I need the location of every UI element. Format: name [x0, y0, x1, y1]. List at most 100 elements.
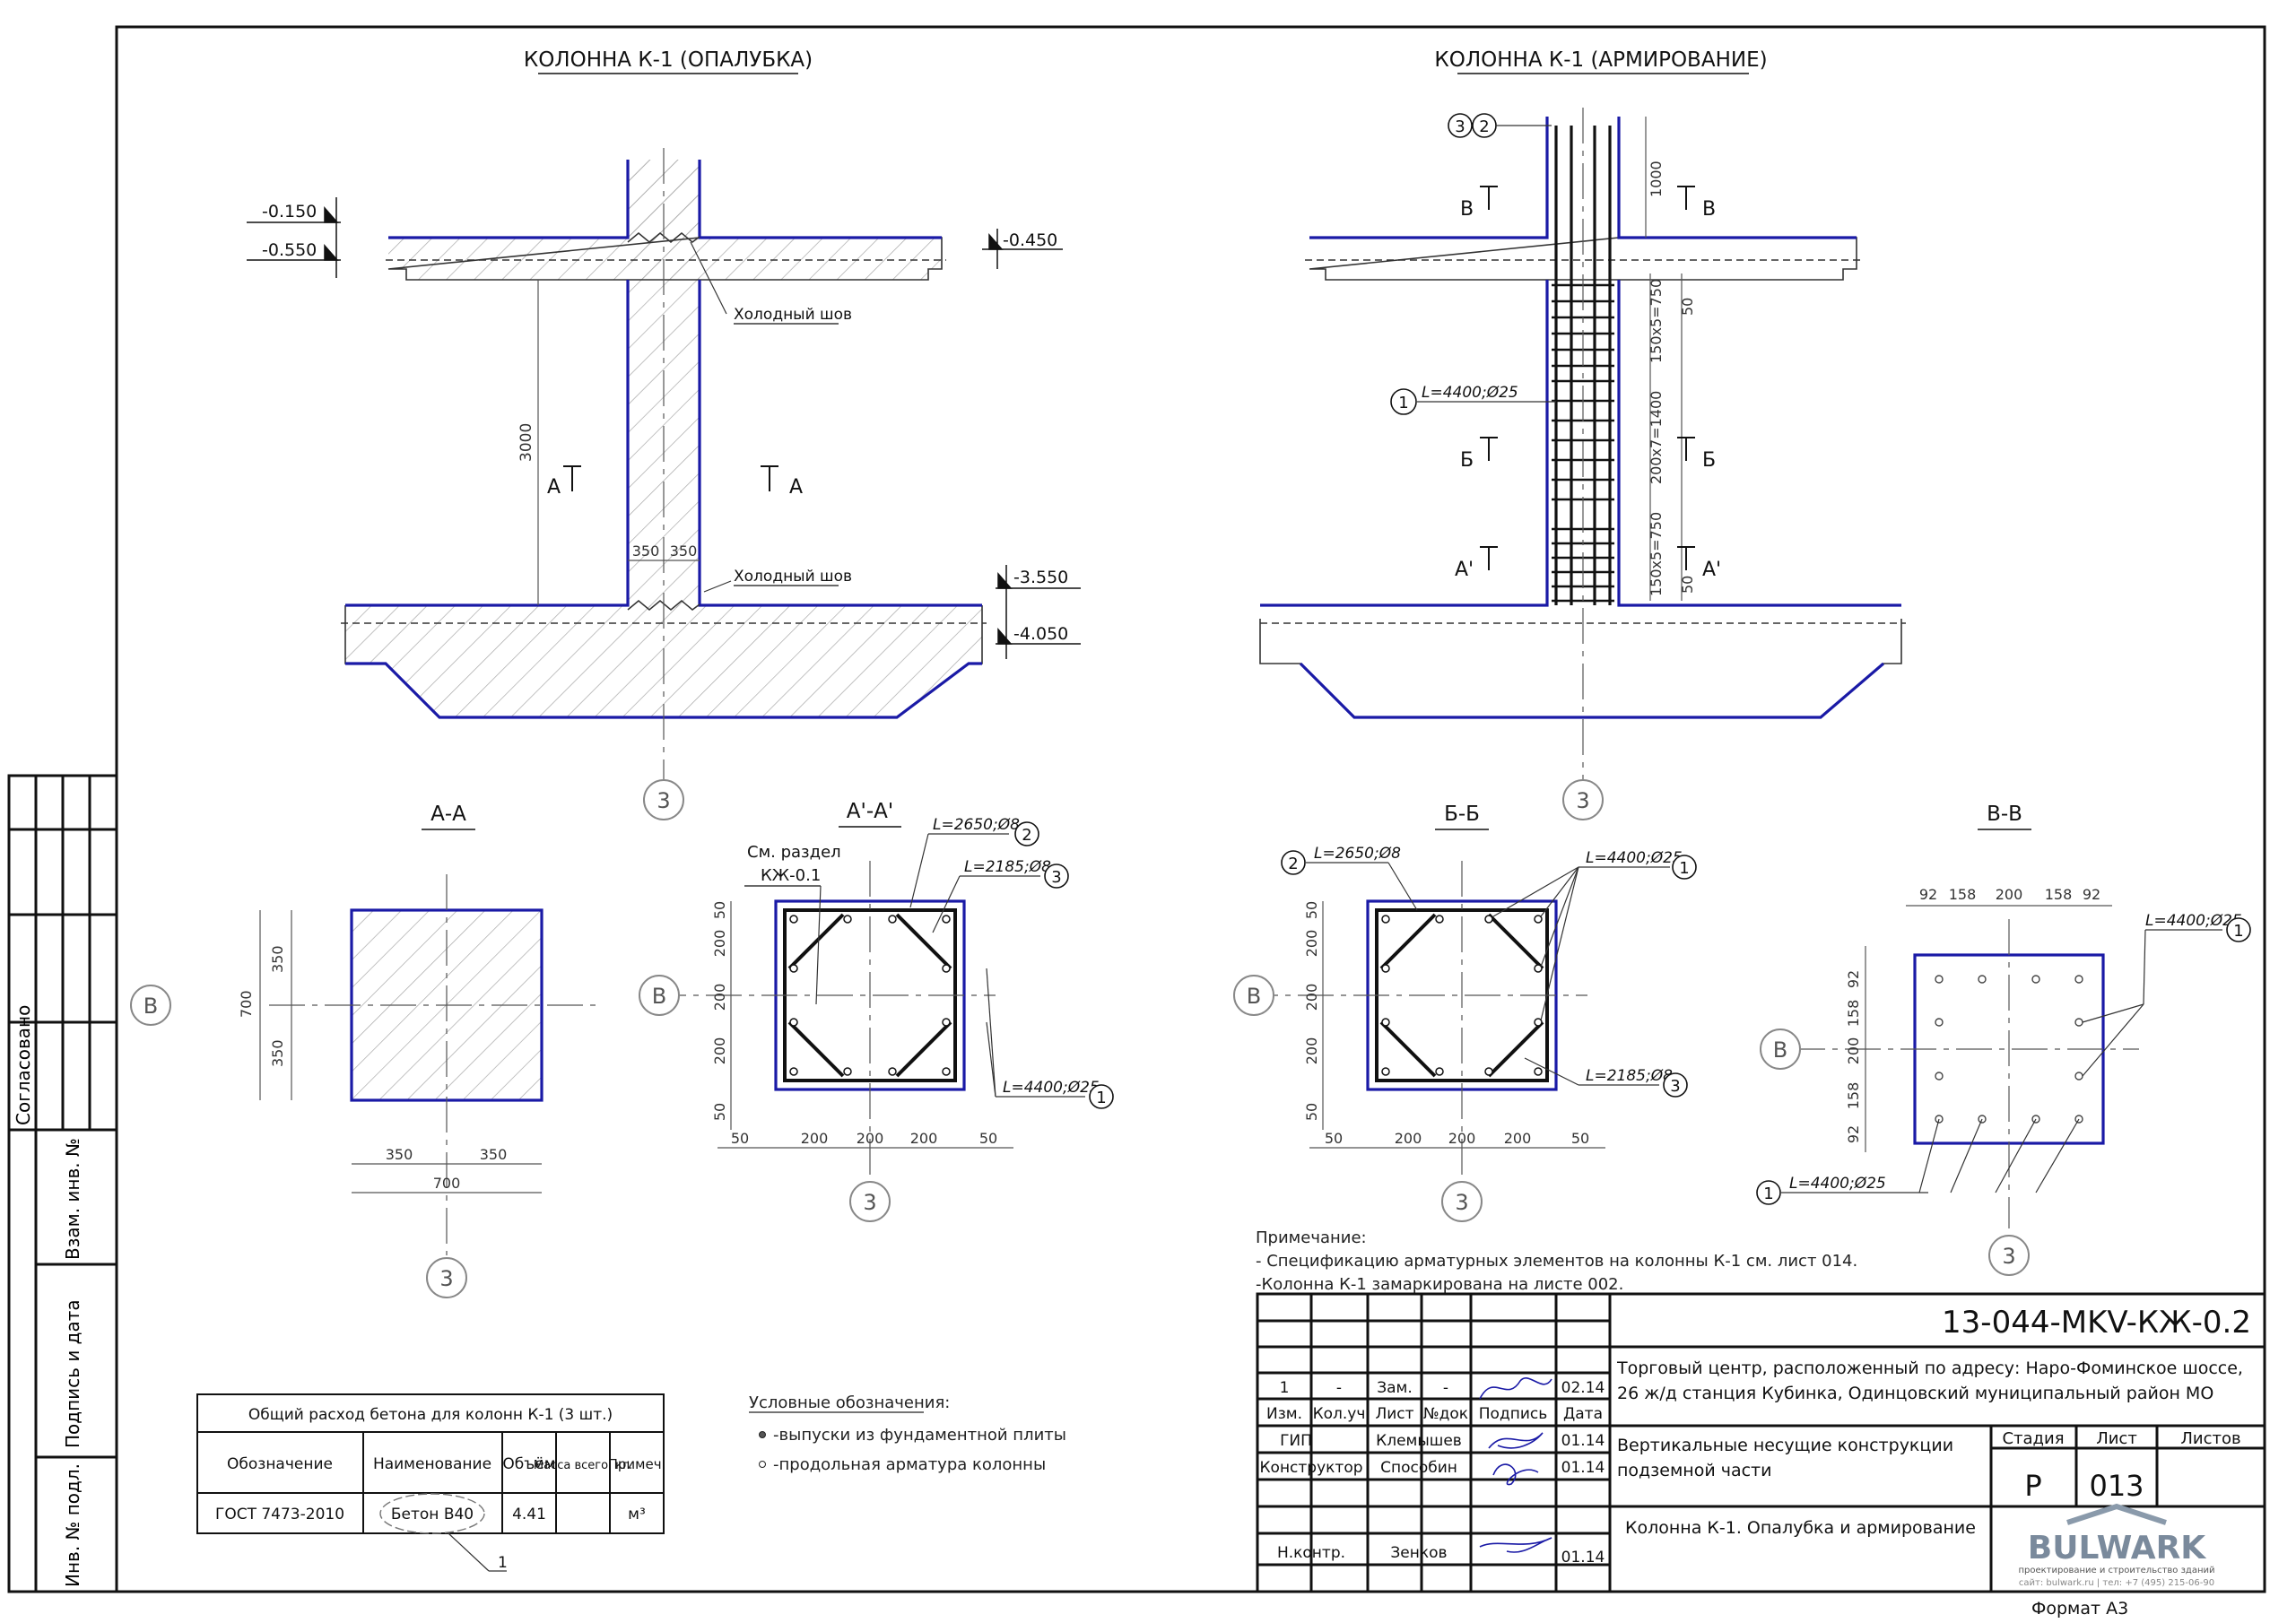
cut-a1-left: А'	[1455, 559, 1474, 581]
rebar-callout-3: 3	[1455, 117, 1465, 136]
hdr-sheet: Лист	[1375, 1405, 1413, 1423]
bb-dim-v: 200	[1303, 1037, 1320, 1065]
reinforcement-axis-3: 3	[1576, 788, 1589, 813]
logo-sub: проектирование и строительство зданий	[2018, 1566, 2214, 1575]
bb-dim-v: 200	[1303, 984, 1320, 1011]
table-h-name: Наименование	[373, 1455, 491, 1473]
vv-axis-3: 3	[2002, 1244, 2015, 1269]
rev-date: 02.14	[1561, 1379, 1605, 1397]
a1-see-section-ref: КЖ-0.1	[761, 866, 821, 885]
notes-title: Примечание:	[1256, 1228, 1367, 1247]
a1-dim-v: 200	[711, 1037, 728, 1065]
dim-1000: 1000	[1648, 161, 1665, 197]
vv-dim-v: 158	[1845, 1000, 1862, 1028]
dim-50-bottom: 50	[1679, 576, 1696, 594]
table-h-mass: Масса всего, кг.	[534, 1459, 632, 1472]
a1-dim-h: 200	[910, 1130, 938, 1147]
gip-date: 01.14	[1561, 1432, 1605, 1450]
cold-joint-top: Холодный шов	[734, 306, 852, 324]
stamp-inv-replace: Взам. инв. №	[62, 1138, 83, 1260]
section-a1a1-title: А'-А'	[847, 800, 893, 823]
a1-bar1-label: L=4400;Ø25	[1003, 1079, 1100, 1097]
a1-bar2-label: L=2650;Ø8	[933, 816, 1020, 834]
a1-bar1-num: 1	[1096, 1089, 1106, 1107]
bb-dim-h: 200	[1395, 1130, 1422, 1147]
bb-bar1-num: 1	[1679, 859, 1689, 878]
tb-sheet: 013	[2089, 1469, 2144, 1503]
bb-dim-h: 200	[1448, 1130, 1476, 1147]
aa-dim-350-top: 350	[269, 945, 286, 973]
section-bb: В 3 2 L=2650;Ø8 L=4400;Ø25 1 L=2185;Ø8 3…	[1233, 845, 1697, 1222]
legend-title: Условные обозначения:	[749, 1393, 950, 1412]
vv-dim-h: 158	[1949, 886, 1977, 903]
hdr-count: Кол.уч	[1313, 1405, 1366, 1423]
vv-dim-h: 92	[2083, 886, 2100, 903]
vv-bar1-num-bot: 1	[1763, 1185, 1773, 1203]
bar1-callout: 1	[1398, 394, 1408, 412]
a1-bar3-label: L=2185;Ø8	[964, 858, 1051, 876]
object-name: Вертикальные несущие конструкции подземн…	[1617, 1436, 1954, 1480]
section-a1a1: В 3 См. раздел КЖ-0.1 L=2650;Ø8 2 L=2185…	[639, 816, 1114, 1222]
logo-text: BULWARK	[2028, 1530, 2206, 1567]
aa-axis-3: 3	[439, 1266, 453, 1291]
tb-sheet-label: Лист	[2096, 1429, 2137, 1448]
table-h-designation: Обозначение	[227, 1455, 333, 1473]
cut-a-left: А	[547, 476, 561, 499]
norm-date: 01.14	[1561, 1549, 1605, 1567]
rev-num: 1	[1280, 1379, 1290, 1397]
cut-v-left: В	[1460, 198, 1474, 221]
a1-axis-3: 3	[863, 1190, 876, 1215]
aa-dim-700-h: 700	[433, 1175, 461, 1192]
legend-item-1: -выпуски из фундаментной плиты	[773, 1426, 1066, 1445]
a1-see-section: См. раздел	[747, 843, 841, 862]
designer-role: Конструктор	[1259, 1459, 1362, 1477]
gip-name: Клемышев	[1376, 1432, 1462, 1450]
bb-bar2-num: 2	[1288, 855, 1298, 873]
a1-dim-v: 50	[711, 1103, 728, 1121]
level-minus-0450: -0.450	[1003, 230, 1057, 250]
formwork-title: КОЛОННА К-1 (ОПАЛУБКА)	[524, 48, 813, 72]
reinforcement-elevation: 3 3 2 1000 50 150х5=750 200х7=1400 150х5…	[1259, 108, 1906, 820]
a1-dim-v: 50	[711, 901, 728, 919]
cut-b-right: Б	[1702, 449, 1716, 472]
stamp-sign-date: Подпись и дата	[62, 1299, 83, 1448]
a1-dim-h: 50	[979, 1130, 997, 1147]
bb-axis-v: В	[1247, 984, 1261, 1009]
formwork-elevation: 3 3000 350 350 А А Холодный шов Холодный…	[247, 148, 1081, 820]
tb-stage: Р	[2024, 1469, 2041, 1503]
reinforcement-title: КОЛОННА К-1 (АРМИРОВАНИЕ)	[1434, 48, 1767, 72]
section-aa: В 3 350 350 700 350 350 700	[130, 874, 601, 1298]
signature-marks	[1479, 1377, 1552, 1553]
bb-bar1-label: L=4400;Ø25	[1586, 849, 1683, 867]
concrete-table	[196, 1393, 665, 1534]
bb-dim-v: 200	[1303, 930, 1320, 958]
sheet-format: Формат А3	[2031, 1599, 2128, 1619]
rev-count: -	[1336, 1379, 1342, 1397]
rebar-callout-2: 2	[1479, 117, 1489, 136]
section-bb-title: Б-Б	[1444, 803, 1480, 826]
formwork-axis-3: 3	[657, 788, 670, 813]
bb-dim-h: 50	[1325, 1130, 1343, 1147]
doc-code: 13-044-MKV-КЖ-0.2	[1942, 1305, 2251, 1341]
bb-bar2-label: L=2650;Ø8	[1314, 845, 1401, 863]
cut-a-right: А	[789, 476, 803, 499]
dim-200x7: 200х7=1400	[1648, 391, 1665, 484]
level-minus-4050: -4.050	[1013, 624, 1068, 644]
project-name: Торговый центр, расположенный по адресу:…	[1617, 1358, 2243, 1403]
dim-150x5-bottom: 150х5=750	[1648, 512, 1665, 596]
aa-dim-350-bot: 350	[269, 1039, 286, 1067]
sheet-name: Колонна К-1. Опалубка и армирование	[1625, 1518, 1976, 1538]
bb-bar3-label: L=2185;Ø8	[1586, 1067, 1673, 1085]
vv-axis-v: В	[1773, 1037, 1787, 1063]
tb-sheets-label: Листов	[2180, 1429, 2240, 1448]
table-callout: 1	[498, 1554, 508, 1572]
bb-dim-v: 50	[1303, 1103, 1320, 1121]
aa-dim-700-v: 700	[238, 990, 255, 1018]
side-stamp	[7, 774, 118, 1593]
rev-doc: -	[1443, 1379, 1448, 1397]
a1-bar3-num: 3	[1051, 868, 1061, 887]
dim-150x5-top: 150х5=750	[1648, 279, 1665, 363]
formwork-dim-350-left: 350	[632, 542, 660, 560]
a1-dim-h: 50	[731, 1130, 749, 1147]
